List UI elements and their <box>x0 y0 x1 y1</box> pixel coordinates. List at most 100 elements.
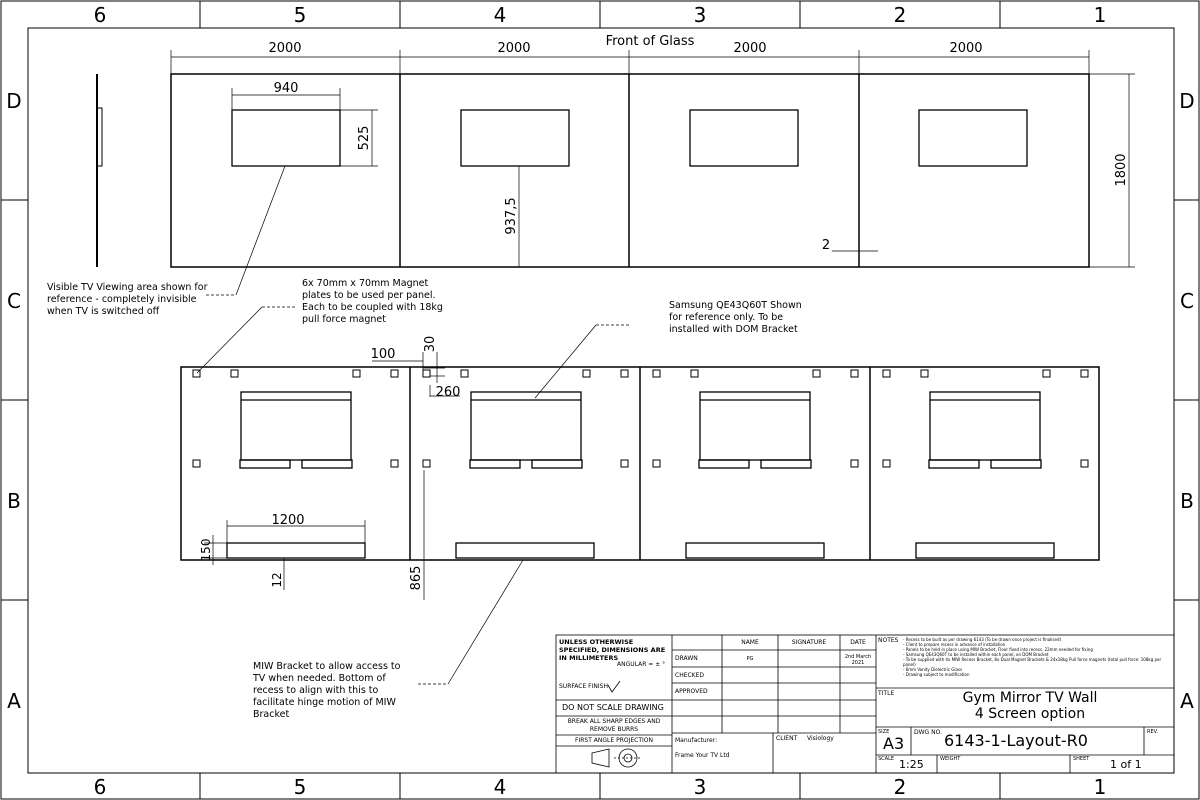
magnet-plates <box>192 369 1089 468</box>
manufacturer-value: Frame Your TV Ltd <box>675 752 730 759</box>
miw-brackets <box>226 542 1055 559</box>
notes-label: NOTES <box>878 637 899 644</box>
break-edges: BREAK ALL SHARP EDGES AND REMOVE BURRS <box>567 718 661 733</box>
samsung-tvs <box>239 391 1042 469</box>
zone-col-label: 2 <box>894 775 907 799</box>
dim-screen-offset: 937,5 <box>504 197 519 234</box>
dim-panel-width: 2000 <box>733 41 766 56</box>
zone-labels-left: D C B A <box>6 89 21 713</box>
dim-panel-width: 2000 <box>949 41 982 56</box>
callout-magnets: 6x 70mm x 70mm Magnet plates to be used … <box>302 278 443 325</box>
note-line: - Drawing subject to modification <box>903 672 970 677</box>
surface-finish-label: SURFACE FINISH <box>559 683 608 690</box>
drawn-date: 2nd March 2021 <box>844 654 872 666</box>
dwg-number: 6143-1-Layout-R0 <box>944 731 1088 750</box>
zone-row-label: C <box>7 289 21 313</box>
zone-col-label: 6 <box>94 3 107 27</box>
width-dimension-lines <box>170 50 1090 74</box>
projection-symbol-icon <box>591 748 642 768</box>
dim-gap: 2 <box>822 238 830 253</box>
note-line: - Client to prepare recess in advance of… <box>903 642 1006 647</box>
zone-col-label: 6 <box>94 775 107 799</box>
sheet-label: SHEET <box>1073 756 1090 762</box>
dim-recess-from-floor: 865 <box>409 566 424 591</box>
zone-row-label: A <box>7 689 21 713</box>
front-panels <box>170 73 1090 268</box>
tv-viewing-area <box>918 109 1028 167</box>
row-drawn: DRAWN <box>675 655 698 662</box>
dim-recess-bottom: 12 <box>270 572 284 587</box>
zone-col-label: 5 <box>294 775 307 799</box>
dim-recess-height: 150 <box>199 539 213 562</box>
callout-tv-area: Visible TV Viewing area shown for refere… <box>47 282 208 317</box>
dwg-label: DWG NO. <box>914 729 942 736</box>
side-view <box>96 74 103 267</box>
zone-col-label: 1 <box>1094 3 1107 27</box>
zone-row-label: B <box>1180 489 1194 513</box>
note-line: - 6mm Vanity Dielectric Glass <box>903 667 963 672</box>
screen-height-dim <box>340 109 378 167</box>
note-line: - Recess to be built as per drawing 6143… <box>903 637 1062 642</box>
dim-panel-height: 1800 <box>1114 153 1129 186</box>
sheet-value: 1 of 1 <box>1110 758 1142 771</box>
note-line: - Panels to be held in place using MIW B… <box>903 647 1093 652</box>
angular-tolerance: ANGULAR = ± ° <box>617 661 666 668</box>
dim-panel-width: 2000 <box>268 41 301 56</box>
zone-labels-right: D C B A <box>1179 89 1194 713</box>
callout-miw: MIW Bracket to allow access to TV when n… <box>253 661 401 720</box>
zone-col-label: 3 <box>694 3 707 27</box>
zone-labels-bottom: 6 5 4 3 2 1 <box>94 775 1107 799</box>
scale-label: SCALE <box>878 756 895 762</box>
spec-note: UNLESS OTHERWISE SPECIFIED, DIMENSIONS A… <box>559 638 666 662</box>
dim-recess-width: 1200 <box>271 513 304 528</box>
col-signature: SIGNATURE <box>791 639 827 646</box>
dim-screen-height: 525 <box>357 126 372 151</box>
zone-col-label: 5 <box>294 3 307 27</box>
leader-lines <box>196 165 630 685</box>
tv-viewing-area <box>689 109 799 167</box>
notes-list: - Recess to be built as per drawing 6143… <box>903 637 1171 677</box>
rear-panels <box>180 366 1100 561</box>
manufacturer-label: Manufacturer: <box>675 737 718 744</box>
zone-labels-top: 6 5 4 3 2 1 <box>94 3 1107 27</box>
zone-row-label: D <box>1179 89 1194 113</box>
weight-label: WEIGHT <box>940 756 961 762</box>
client-value: Visiology <box>807 735 834 742</box>
surface-finish-icon <box>607 680 621 693</box>
tv-viewing-area <box>231 109 341 167</box>
panel-height-dim <box>1089 73 1135 268</box>
title-line-2: 4 Screen option <box>974 706 1086 722</box>
client-label: CLIENT <box>776 735 798 742</box>
zone-col-label: 4 <box>494 3 507 27</box>
zone-row-label: C <box>1180 289 1194 313</box>
dim-panel-width: 2000 <box>497 41 530 56</box>
col-name: NAME <box>741 639 759 646</box>
drawing-title: Gym Mirror TV Wall 4 Screen option <box>930 690 1130 722</box>
size-value: A3 <box>883 734 905 753</box>
front-glass-outline <box>170 73 1090 268</box>
drawn-name: PG <box>746 656 754 662</box>
zone-row-label: D <box>6 89 21 113</box>
row-checked: CHECKED <box>675 672 705 679</box>
dim-magnet-offset-x: 100 <box>371 347 396 362</box>
scale-value: 1:25 <box>899 758 924 771</box>
zone-col-label: 3 <box>694 775 707 799</box>
dim-magnet-spacing: 260 <box>436 385 461 400</box>
front-view-heading: Front of Glass <box>606 34 695 49</box>
note-line: - To be supplied with 4x MIW Recess Brac… <box>903 657 1162 667</box>
zone-row-label: B <box>7 489 21 513</box>
dim-screen-width: 940 <box>274 81 299 96</box>
note-line: - Samsung QE43Q60T to be installed withi… <box>903 652 1049 657</box>
do-not-scale: DO NOT SCALE DRAWING <box>562 703 664 712</box>
dim-magnet-offset-y: 30 <box>423 336 438 353</box>
callout-samsung: Samsung QE43Q60T Shown for reference onl… <box>669 300 802 335</box>
title-line-1: Gym Mirror TV Wall <box>962 690 1098 706</box>
projection-label: FIRST ANGLE PROJECTION <box>575 737 653 744</box>
size-label: SIZE <box>878 729 890 735</box>
zone-col-label: 2 <box>894 3 907 27</box>
zone-row-label: A <box>1180 689 1194 713</box>
col-date: DATE <box>850 639 866 646</box>
